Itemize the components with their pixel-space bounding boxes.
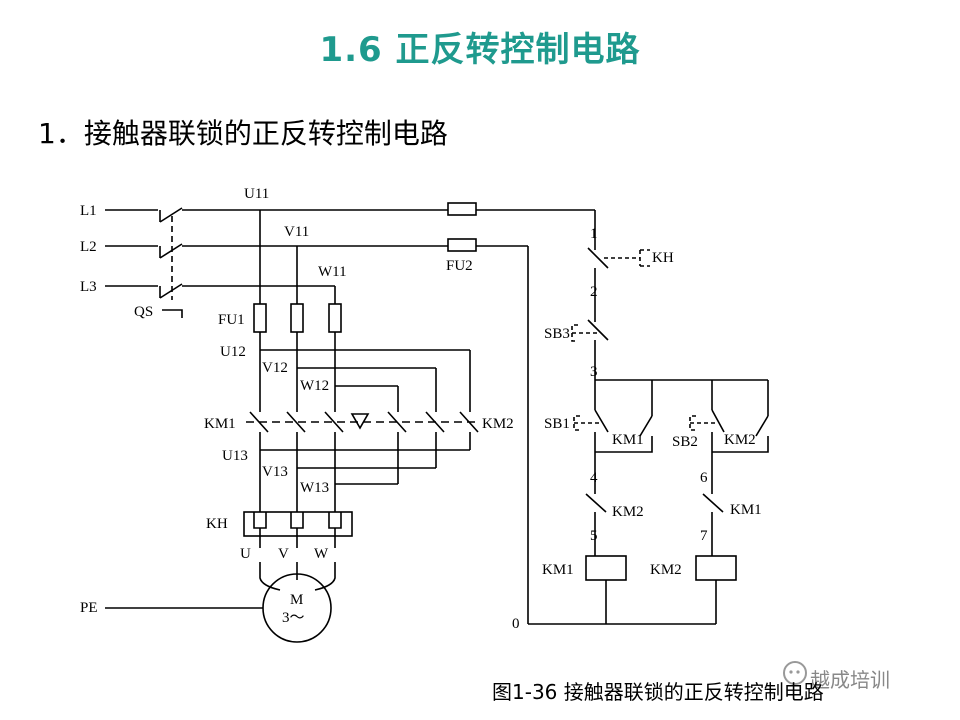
label-KM2-interlock: KM2 (612, 504, 644, 520)
node-6: 6 (700, 470, 708, 486)
label-W12: W12 (300, 378, 329, 394)
motor-phase-label: 3～ (282, 610, 305, 626)
node-4: 4 (590, 470, 598, 486)
node-0: 0 (512, 616, 520, 632)
node-5: 5 (590, 528, 598, 544)
node-1: 1 (590, 226, 598, 242)
wechat-icon (783, 661, 807, 685)
label-PE: PE (80, 600, 98, 616)
label-SB1: SB1 (544, 416, 570, 432)
label-L2: L2 (80, 239, 97, 255)
label-V13: V13 (262, 464, 288, 480)
label-KM2-coil: KM2 (650, 562, 682, 578)
label-U13: U13 (222, 448, 248, 464)
label-W13: W13 (300, 480, 329, 496)
node-3: 3 (590, 364, 598, 380)
watermark: 越成培训 (810, 668, 890, 692)
label-W11: W11 (318, 264, 347, 280)
label-FU2: FU2 (446, 258, 473, 274)
label-KM1-interlock: KM1 (730, 502, 762, 518)
label-L1: L1 (80, 203, 97, 219)
label-U11: U11 (244, 186, 269, 202)
label-SB2: SB2 (672, 434, 698, 450)
label-U12: U12 (220, 344, 246, 360)
label-SB3: SB3 (544, 326, 570, 342)
section-heading: 1．接触器联锁的正反转控制电路 (38, 117, 448, 150)
label-KM1-coil: KM1 (542, 562, 574, 578)
label-L3: L3 (80, 279, 97, 295)
label-KM2-main: KM2 (482, 416, 514, 432)
label-V: V (278, 546, 289, 562)
node-7: 7 (700, 528, 708, 544)
figure-caption: 图1-36 接触器联锁的正反转控制电路 (492, 680, 824, 704)
label-KM1-aux: KM1 (612, 432, 644, 448)
label-V11: V11 (284, 224, 309, 240)
label-KH-main: KH (206, 516, 228, 532)
motor-label: M (290, 592, 303, 608)
label-U: U (240, 546, 251, 562)
label-W: W (314, 546, 329, 562)
label-V12: V12 (262, 360, 288, 376)
label-KM2-aux: KM2 (724, 432, 756, 448)
node-2: 2 (590, 284, 598, 300)
label-FU1: FU1 (218, 312, 245, 328)
label-KH-ctrl: KH (652, 250, 674, 266)
page-title: 1.6 正反转控制电路 (319, 30, 641, 70)
label-KM1-main: KM1 (204, 416, 236, 432)
label-QS: QS (134, 304, 153, 320)
